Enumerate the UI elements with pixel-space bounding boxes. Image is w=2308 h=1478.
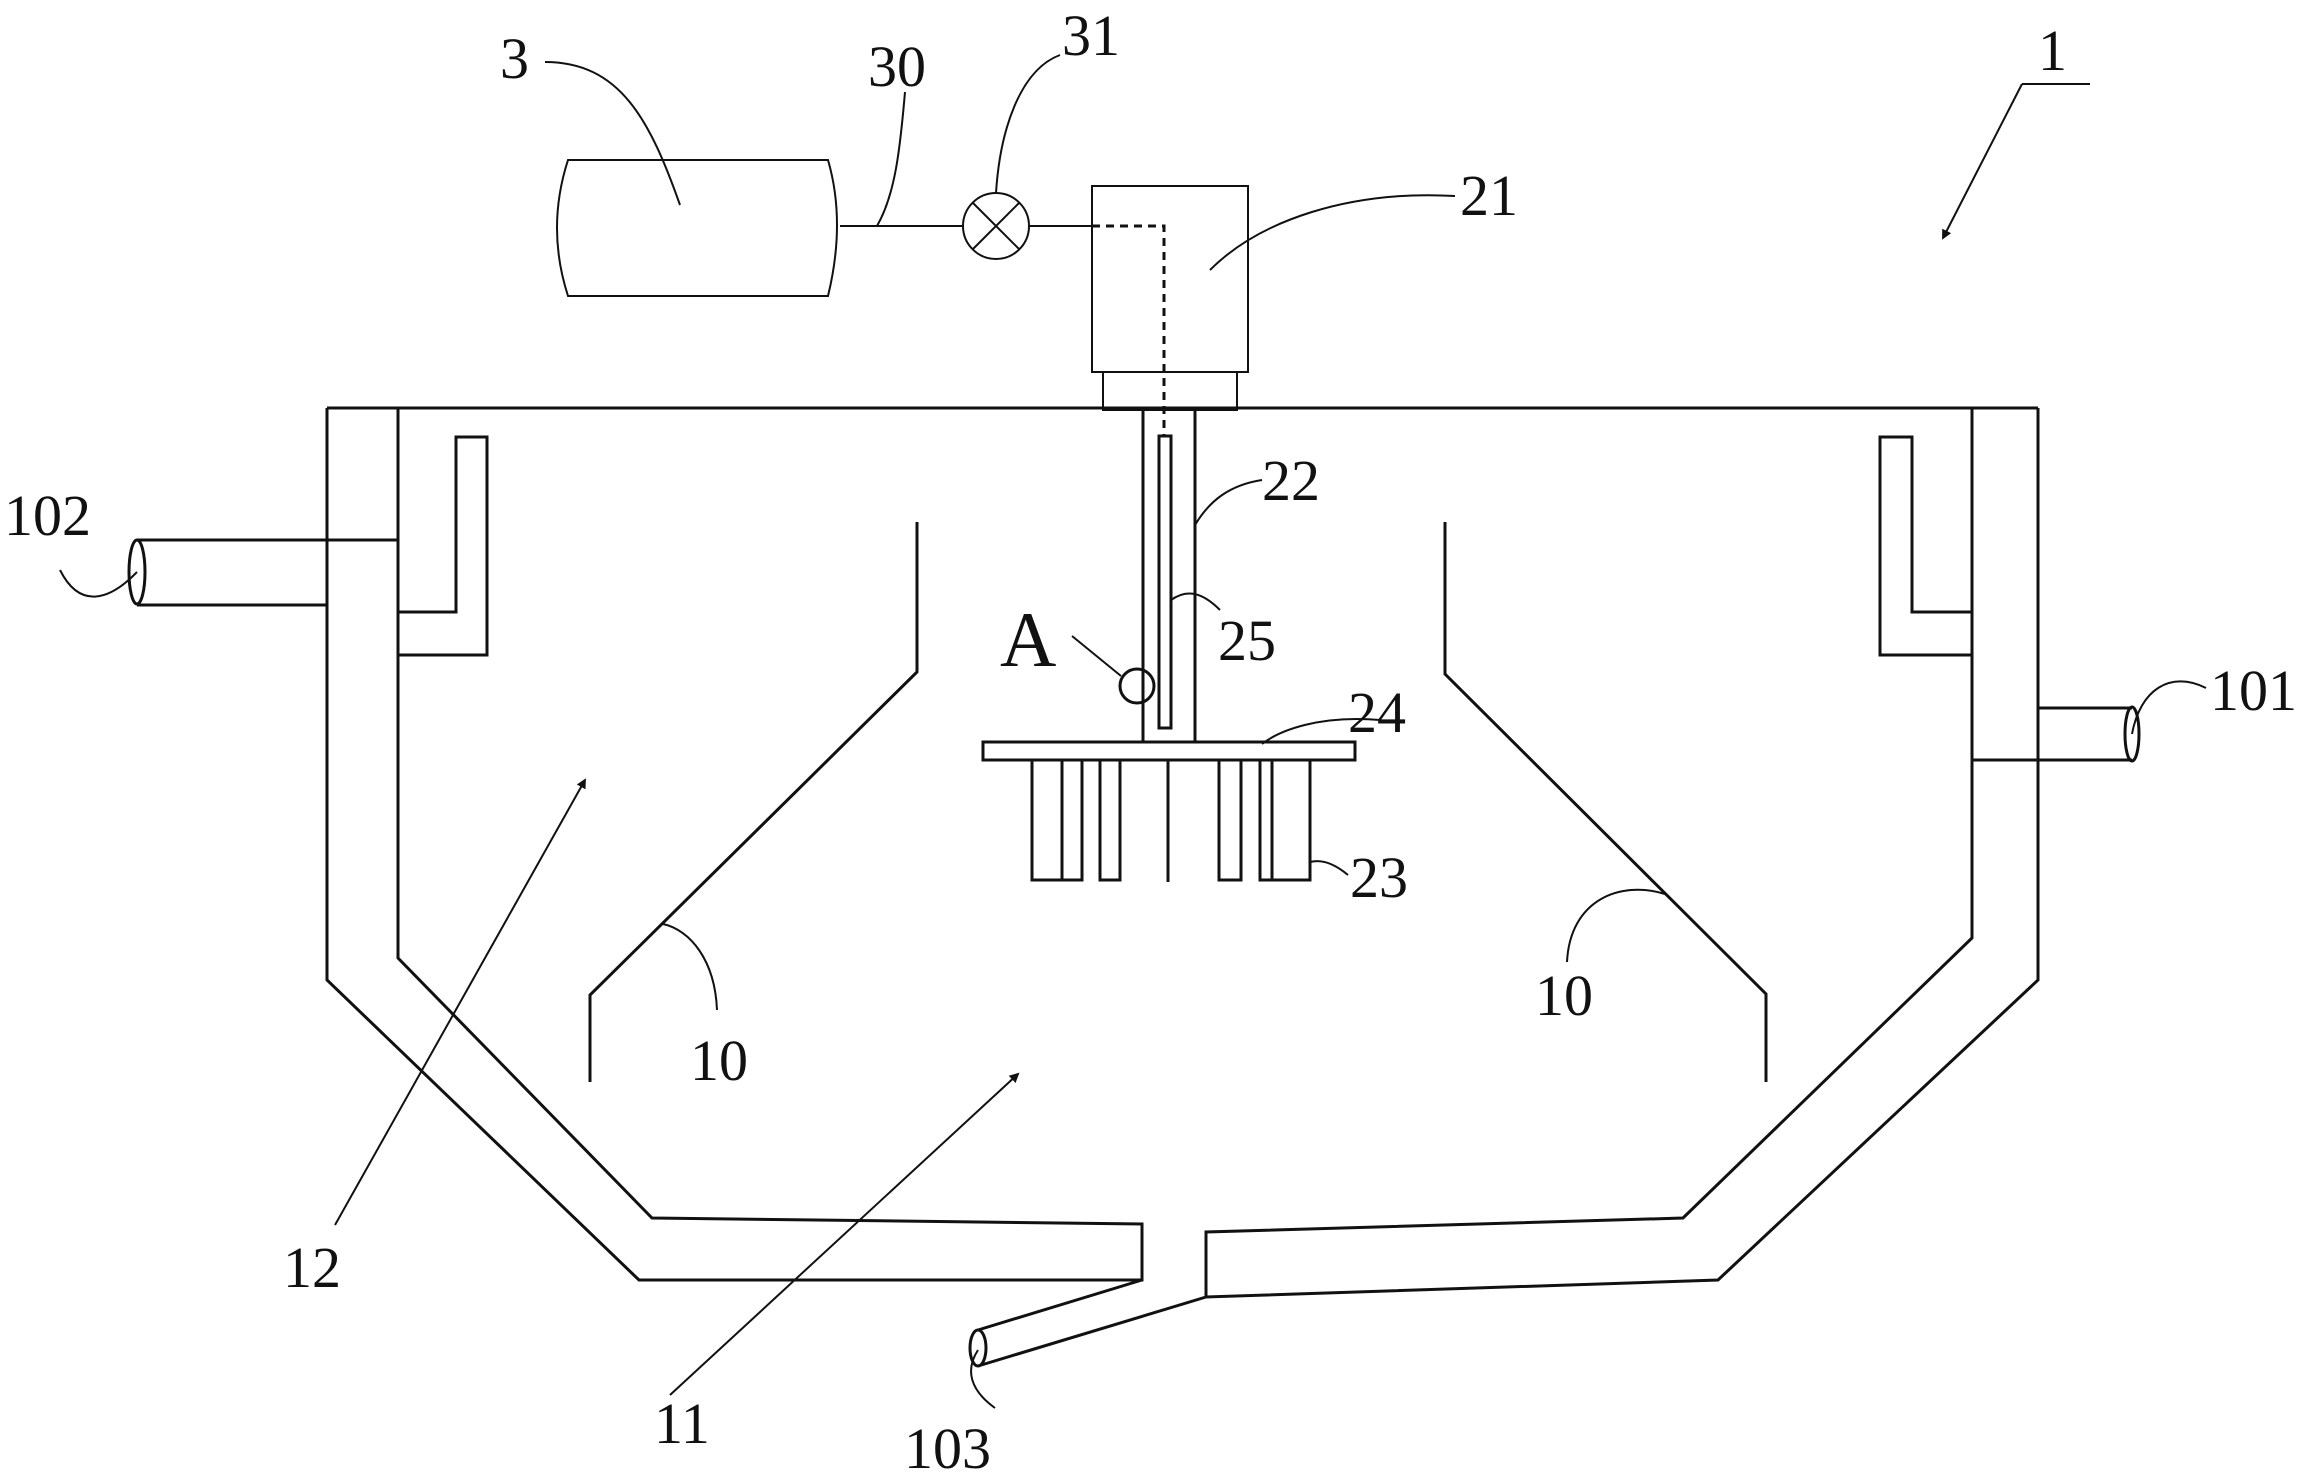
- label-103: 103: [904, 1416, 991, 1478]
- leader-101: [2131, 680, 2207, 735]
- label-10-left: 10: [690, 1028, 748, 1093]
- arrow-11: [669, 1072, 1020, 1396]
- gas-tank: [556, 159, 838, 297]
- label-1: 1: [2038, 18, 2067, 83]
- label-22: 22: [1262, 448, 1320, 513]
- guide-plate-left-10: [588, 522, 919, 1082]
- leader-103: [970, 1349, 996, 1409]
- leader-21: [1209, 194, 1456, 271]
- drain-pipe-103: [968, 1278, 1207, 1368]
- leader-102: [59, 569, 138, 598]
- baffle-right: [1878, 435, 1972, 657]
- motor-coupling: [1102, 371, 1238, 411]
- motor-21: [1091, 185, 1249, 373]
- label-21: 21: [1460, 163, 1518, 228]
- gas-tube-25: [1157, 434, 1173, 730]
- leader-A: [1071, 635, 1122, 677]
- disc-24: [981, 740, 1357, 762]
- leader-23: [1309, 860, 1349, 876]
- detail-A-circle: [1118, 667, 1156, 705]
- label-25: 25: [1218, 608, 1276, 673]
- outlet-pipe-101: [1972, 705, 2141, 763]
- baffle-left: [398, 435, 489, 657]
- valve-31: [962, 192, 1030, 260]
- guide-plate-right-10: [1443, 522, 1768, 1082]
- label-12: 12: [283, 1235, 341, 1300]
- label-30: 30: [868, 34, 926, 99]
- label-11: 11: [654, 1391, 710, 1456]
- jacket-outer-wall: [325, 406, 1144, 1282]
- leader-10-right: [1566, 888, 1666, 963]
- shaft-22: [1141, 410, 1197, 742]
- leader-3: [544, 61, 681, 206]
- label-101: 101: [2210, 658, 2297, 723]
- leader-24: [1261, 718, 1381, 745]
- stirring-teeth-23: [1030, 758, 1312, 882]
- leader-30: [876, 91, 906, 227]
- label-A: A: [1000, 596, 1056, 683]
- label-3: 3: [500, 26, 529, 91]
- leader-31: [995, 54, 1061, 194]
- gas-channel: [1092, 224, 1166, 436]
- arrow-1: [1942, 83, 2023, 240]
- leader-25: [1170, 592, 1221, 611]
- label-10-right: 10: [1535, 963, 1593, 1028]
- arrow-12: [334, 778, 586, 1226]
- label-24: 24: [1348, 680, 1406, 745]
- jacket-outer-wall-right: [1204, 406, 2040, 1299]
- label-23: 23: [1350, 845, 1408, 910]
- leader-22: [1194, 479, 1263, 526]
- inlet-pipe-102: [127, 538, 400, 607]
- leader-10-left: [662, 923, 718, 1011]
- label-31: 31: [1062, 3, 1120, 68]
- label-102: 102: [4, 483, 91, 548]
